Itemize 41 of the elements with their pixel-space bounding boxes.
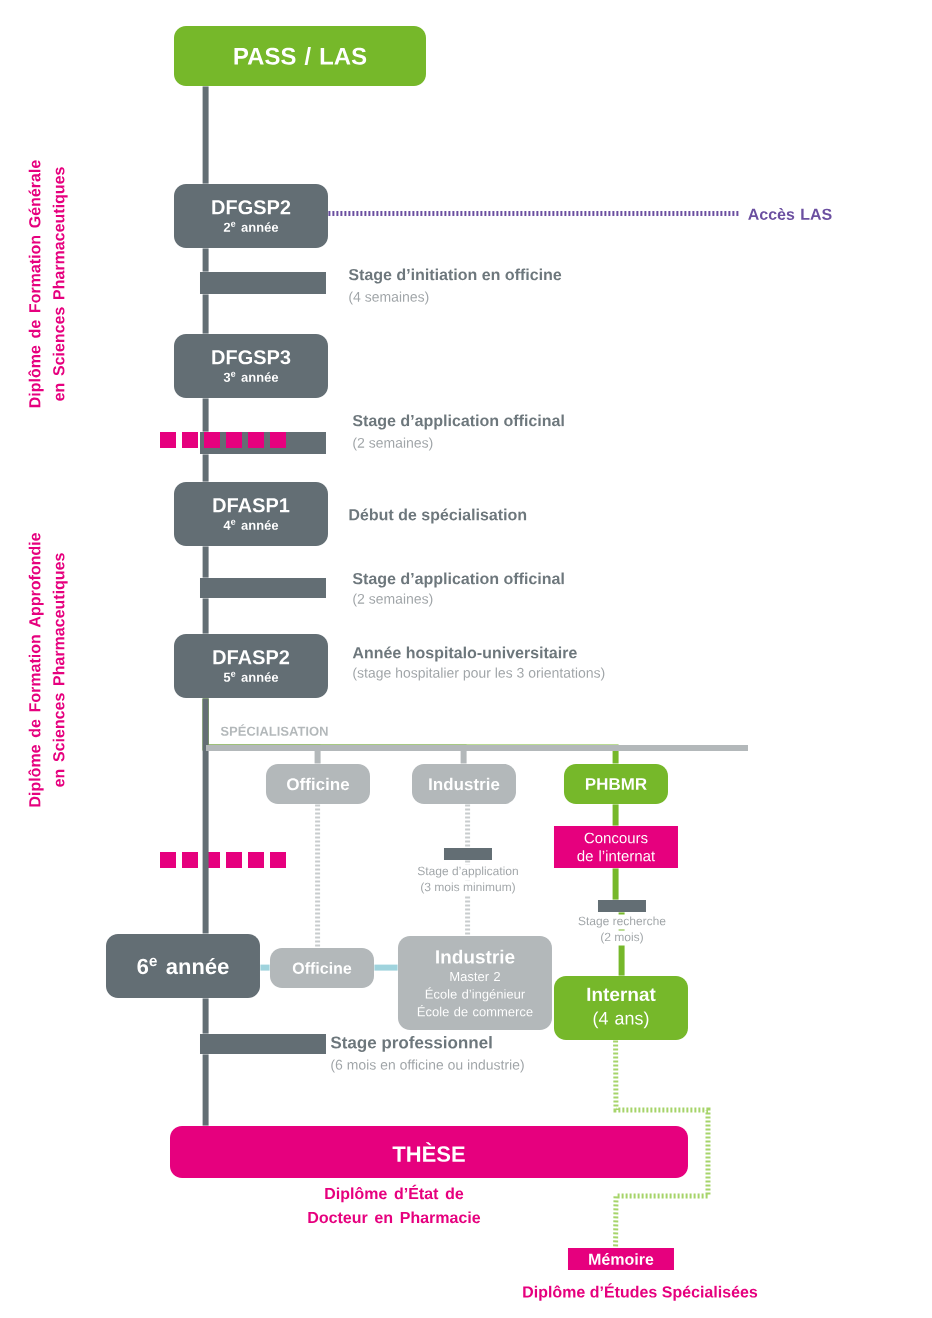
year-box: PASS / LAS xyxy=(174,26,426,87)
caption-text: Diplôme d’Études Spécialisées xyxy=(523,1283,758,1301)
track-box: PHBMR xyxy=(564,764,668,804)
track-box: Officine xyxy=(266,764,370,804)
connector-line xyxy=(202,698,209,934)
connector-line xyxy=(202,546,209,578)
connector-line xyxy=(202,598,209,634)
caption-text: Diplôme d’État de Docteur en Pharmacie xyxy=(308,1184,481,1224)
internship-bar xyxy=(200,272,326,294)
internship-bar xyxy=(598,900,646,912)
connector-line xyxy=(202,1054,209,1126)
internship-bar xyxy=(200,1034,326,1054)
memoire-box: Mémoire xyxy=(568,1248,674,1270)
caption-text: Année hospitalo-universitaire xyxy=(352,646,577,662)
thesis-banner: THÈSE xyxy=(170,1126,688,1178)
caption-text: Stage professionnel xyxy=(330,1036,492,1052)
connector-line xyxy=(612,804,619,826)
internship-bar xyxy=(200,578,326,598)
side-title: Diplôme de Formation Approfondie en Sciences Pharmaceutiques xyxy=(28,533,68,807)
access-label: Accès LAS xyxy=(748,208,832,220)
internship-bar xyxy=(444,848,492,860)
year-box: 6$^{e}$ année xyxy=(106,934,260,998)
connector-line xyxy=(202,998,209,1034)
caption-text: Début de spécialisation xyxy=(349,508,527,524)
connector-line xyxy=(612,868,619,900)
connector-line xyxy=(613,1040,711,1248)
connector-line xyxy=(202,248,209,272)
connector-line xyxy=(202,294,209,334)
connector-line xyxy=(202,86,209,184)
side-title: Diplôme de Formation Générale en Sciences Pharmaceutiques xyxy=(28,160,68,408)
track-box: Officine xyxy=(270,948,374,988)
connector-line xyxy=(328,211,740,217)
caption-text: Stage d’initiation en officine xyxy=(348,268,562,284)
connector-line xyxy=(202,398,209,432)
caption-text: Stage d’application officinal xyxy=(352,414,564,430)
connector-line xyxy=(202,454,209,482)
connector-line xyxy=(374,964,398,971)
track-box: Internat (4 ans) xyxy=(554,976,688,1040)
track-box: Industrie xyxy=(412,764,516,804)
caption-text: Stage d’application officinal xyxy=(352,572,564,588)
connector-line xyxy=(260,964,270,971)
